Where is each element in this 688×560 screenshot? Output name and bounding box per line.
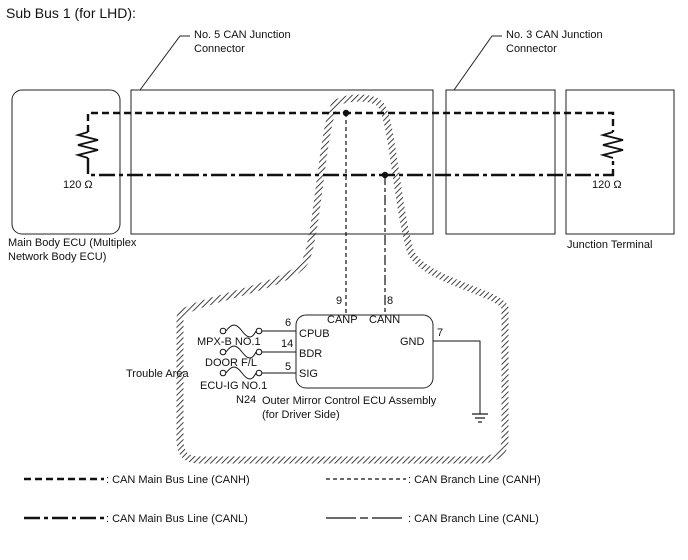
fuse-ecu-ig-no1-icon xyxy=(219,366,263,380)
no5-leader-line xyxy=(139,35,190,91)
pin-number-sig: 5 xyxy=(285,361,291,373)
pin-label-cann: CANN xyxy=(369,314,400,326)
ecu-name-line2: (for Driver Side) xyxy=(262,409,340,421)
fuse-label-ecu-ig-no1: ECU-IG NO.1 xyxy=(200,380,267,392)
main-body-ecu-label-line1: Main Body ECU (Multiplex xyxy=(8,237,137,249)
canh-main-bus-line xyxy=(86,111,615,132)
pin-label-bdr: BDR xyxy=(299,348,322,360)
main-body-ecu-box xyxy=(11,89,121,235)
fuse-label-mpx-b-no1: MPX-B NO.1 xyxy=(197,336,261,348)
diagram-title: Sub Bus 1 (for LHD): xyxy=(6,5,136,21)
trouble-area-label: Trouble Area xyxy=(126,368,189,380)
no5-can-junction-connector-box xyxy=(130,89,434,235)
right-resistor-value: 120 Ω xyxy=(592,179,622,191)
fuse-mpx-b-no1-icon xyxy=(219,324,263,338)
legend-label-canh-main: : CAN Main Bus Line (CANH) xyxy=(106,474,250,486)
pin-label-cpub: CPUB xyxy=(299,328,330,340)
no5-connector-label-line2: Connector xyxy=(194,43,245,55)
right-termination-resistor xyxy=(599,131,624,159)
left-termination-resistor xyxy=(74,131,99,159)
legend-label-canl-main: : CAN Main Bus Line (CANL) xyxy=(106,513,248,525)
junction-terminal-box xyxy=(565,89,675,235)
fuse-door-fl-icon xyxy=(219,345,263,359)
fuse-label-door-fl: DOOR F/L xyxy=(205,357,257,369)
pin-label-canp: CANP xyxy=(327,314,358,326)
junction-terminal-label: Junction Terminal xyxy=(567,239,652,251)
left-resistor-value: 120 Ω xyxy=(63,179,93,191)
no3-connector-label-line1: No. 3 CAN Junction xyxy=(506,29,603,41)
gnd-wire xyxy=(433,340,481,414)
no3-connector-label-line2: Connector xyxy=(506,43,557,55)
ground-icon xyxy=(472,413,488,423)
pin-number-cpub: 6 xyxy=(285,317,291,329)
legend-label-canh-branch: : CAN Branch Line (CANH) xyxy=(408,474,541,486)
pin-number-bdr: 14 xyxy=(281,338,293,350)
pin-label-gnd: GND xyxy=(400,336,425,348)
no3-leader-line xyxy=(453,35,502,91)
connector-id-n24: N24 xyxy=(236,394,256,406)
no5-connector-label-line1: No. 5 CAN Junction xyxy=(194,29,291,41)
pin-label-sig: SIG xyxy=(299,368,318,380)
legend-label-canl-branch: : CAN Branch Line (CANL) xyxy=(408,513,539,525)
main-body-ecu-label-line2: Network Body ECU) xyxy=(8,251,106,263)
ecu-name-line1: Outer Mirror Control ECU Assembly xyxy=(262,395,437,407)
pin-number-canp: 9 xyxy=(336,295,342,307)
no3-can-junction-connector-box xyxy=(445,89,556,235)
pin-number-cann: 8 xyxy=(387,295,393,307)
pin-number-gnd: 7 xyxy=(437,327,443,339)
canl-main-bus-line xyxy=(86,158,615,177)
trouble-area-outline xyxy=(176,94,509,464)
